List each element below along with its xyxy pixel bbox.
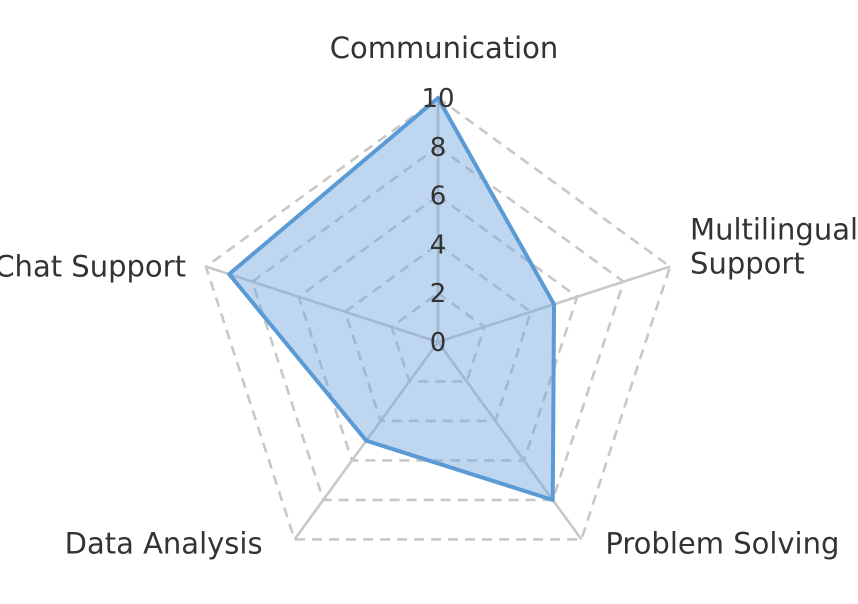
spoke-4 [205,265,439,344]
tick-label-4: 4 [430,230,447,260]
tick-label-0: 0 [430,328,447,358]
category-label-2: Problem Solving [605,526,839,560]
tick-label-8: 8 [430,133,447,163]
category-label-3: Data Analysis [65,526,263,560]
grid-ring-8 [250,145,626,502]
tick-label-10: 10 [421,84,454,114]
spoke-2 [436,341,583,541]
category-label-4: Chat Support [0,250,186,284]
category-label-0: Communication [330,31,559,65]
tick-label-6: 6 [430,182,447,212]
grid-ring-6 [297,193,579,462]
grid-ring-2 [390,291,486,383]
tick-label-2: 2 [430,279,447,309]
series-area-0 [227,96,557,502]
grid-ring-4 [343,242,533,423]
grid-ring-10 [204,96,672,541]
